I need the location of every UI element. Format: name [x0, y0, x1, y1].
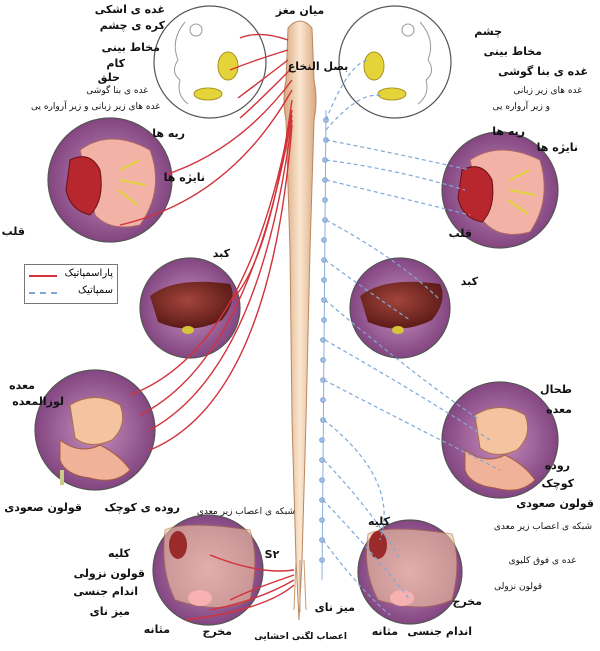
left-heart-label: قلب — [1, 225, 25, 238]
left-bladder-label: مثانه — [143, 623, 170, 636]
right-submucosal-plexus-label: شبکه ی اعصاب زیر معدی — [493, 522, 592, 532]
left-thorax-circle — [47, 117, 173, 243]
caption: اعصاب لگنی احشایی — [254, 632, 347, 642]
left-descending-colon-label: قولون نزولی — [73, 567, 145, 580]
parasympathetic-nerves — [119, 33, 295, 621]
right-head-label-2: غده ی بنا گوشی — [498, 65, 588, 78]
right-heart-label: قلب — [448, 227, 472, 240]
left-stomach-label: معده — [9, 379, 35, 392]
legend: پاراسمپاتیک سمپاتیک — [24, 264, 118, 304]
right-abdomen-circle — [441, 381, 559, 499]
right-lungs-label: ریه ها — [492, 125, 525, 138]
left-ureter-label: میز نای — [89, 605, 130, 618]
right-head-label-1: مخاط بینی — [483, 45, 542, 58]
sympathetic-nerves — [322, 59, 501, 616]
left-liver-circle — [139, 257, 241, 359]
right-kidney-label: کلیه — [367, 515, 390, 528]
legend-red-line — [29, 275, 57, 277]
left-rectum-label: مخرج — [202, 625, 232, 638]
right-thorax-circle — [441, 131, 559, 249]
right-genitals-label: اندام جنسی — [407, 625, 472, 638]
legend-blue-line — [29, 292, 57, 294]
right-diaphragm-label: طحال — [540, 383, 572, 396]
left-head-label-6: غده های زیر زبانی و زیر آرواره یی — [30, 102, 160, 112]
left-bronchi-label: نایژه ها — [163, 171, 205, 184]
left-head-label-0: غده ی اشکی — [94, 3, 165, 16]
right-pelvis-circle — [357, 519, 463, 625]
cauda-equina — [293, 559, 307, 612]
right-stomach-label: معده — [546, 403, 572, 416]
spinal-cord — [283, 20, 317, 621]
right-adrenal-label: غده ی فوق کلیوی — [508, 556, 576, 566]
left-small-intestine-label: روده ی کوچک — [104, 501, 180, 514]
left-lungs-label: ریه ها — [152, 127, 185, 140]
right-rectum-label: مخرج — [452, 595, 482, 608]
legend-parasympathetic: پاراسمپاتیک — [29, 268, 113, 282]
right-liver-label: کبد — [460, 275, 478, 288]
left-submucosal-plexus-label: شبکه ی اعصاب زیر معدی — [196, 507, 295, 517]
spine-sacral-label: S۲ — [265, 548, 280, 561]
left-pancreas-label: لوزالمعده — [12, 395, 64, 408]
left-head-label-5: غده ی بنا گوشی — [86, 86, 148, 96]
left-head-label-2: مخاط بینی — [101, 41, 160, 54]
left-liver-label: کبد — [212, 247, 230, 260]
right-liver-circle — [349, 257, 451, 359]
right-bronchi-label: نایژه ها — [536, 141, 578, 154]
legend-parasympathetic-label: پاراسمپاتیک — [64, 268, 113, 279]
right-small-intestine-label-1: روده — [544, 459, 570, 472]
left-head-label-3: کام — [106, 57, 125, 70]
left-abdomen-circle — [34, 369, 156, 491]
spine-medulla-label: بصل النخاع — [288, 60, 349, 73]
legend-sympathetic: سمپاتیک — [29, 285, 113, 299]
right-small-intestine-label-2: کوچک — [541, 477, 574, 490]
legend-sympathetic-label: سمپاتیک — [78, 285, 113, 296]
brainstem — [283, 20, 317, 621]
left-head-label-1: کره ی چشم — [99, 19, 165, 32]
sympathetic-chain — [319, 109, 329, 581]
left-kidney-label: کلیه — [107, 547, 130, 560]
right-ureter-label: میز نای — [314, 601, 355, 614]
left-genitals-label: اندام جنسی — [73, 585, 138, 598]
right-head-label-0: چشم — [474, 25, 502, 38]
spine-top-label: میان مغز — [275, 4, 325, 17]
left-head-circle — [153, 5, 267, 119]
right-descending-colon-label: قولون نزولی — [494, 582, 542, 592]
right-head-label-4: و زیر آرواره یی — [492, 102, 550, 112]
right-head-label-3: غده های زیر زبانی — [513, 86, 582, 96]
left-pelvis-circle — [152, 514, 264, 626]
left-head-label-4: حلق — [97, 71, 120, 84]
left-ascending-colon-label: قولون صعودی — [4, 501, 82, 514]
right-head-circle — [338, 5, 452, 119]
right-bladder-label: مثانه — [371, 625, 398, 638]
right-ascending-colon-label: قولون صعودی — [516, 497, 594, 510]
